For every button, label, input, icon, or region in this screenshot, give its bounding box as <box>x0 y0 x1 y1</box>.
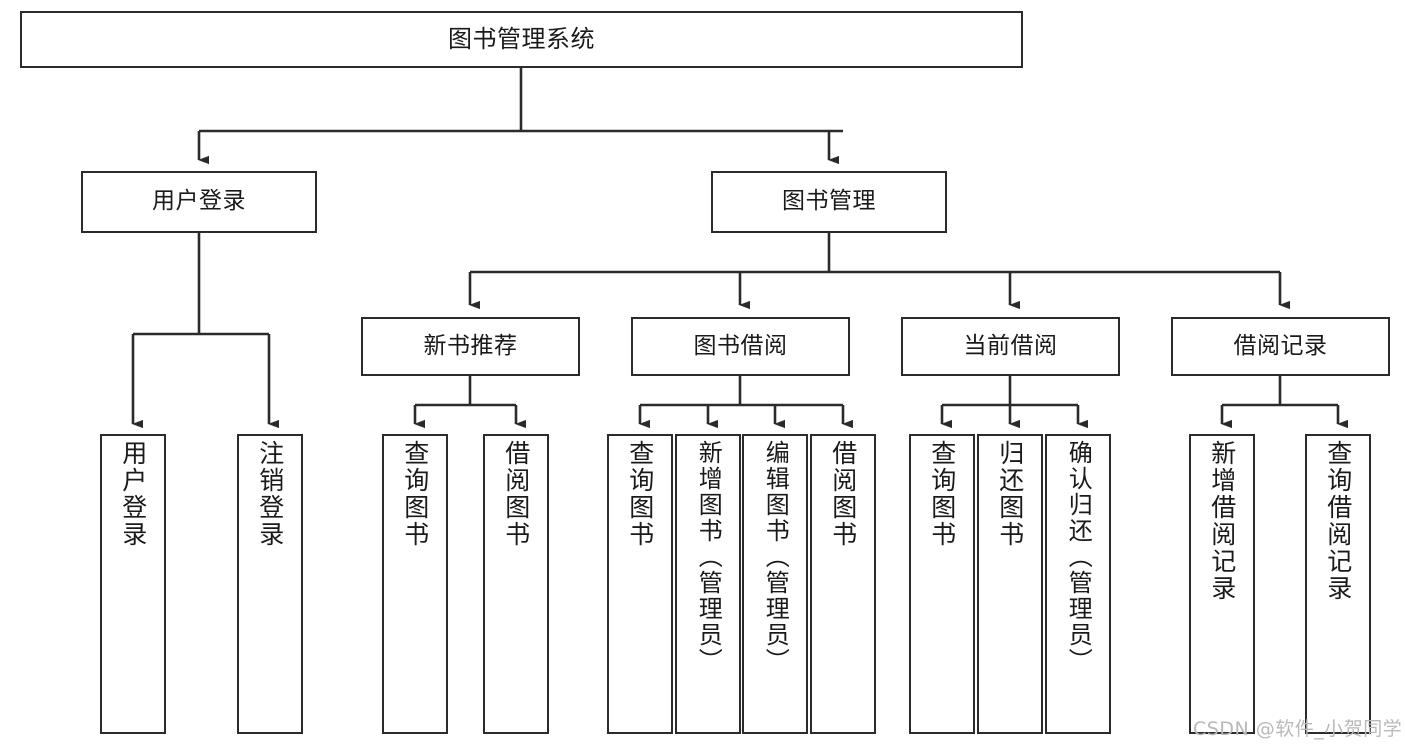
node-new-book-recommend[interactable]: 新书推荐 <box>361 317 580 376</box>
node-book-borrow[interactable]: 图书借阅 <box>631 317 850 376</box>
leaf-user-login-login-label: 用户登录 <box>118 440 148 548</box>
leaf-borrow-record-add-label: 新增借阅记录 <box>1207 440 1237 602</box>
node-current-borrow-label: 当前借阅 <box>963 332 1058 359</box>
leaf-book-borrow-borrow-label: 借阅图书 <box>828 440 858 548</box>
node-user-login-label: 用户登录 <box>152 188 246 215</box>
node-book-management[interactable]: 图书管理 <box>711 171 947 233</box>
leaf-user-login-logout[interactable]: 注销登录 <box>237 434 303 734</box>
node-borrow-record[interactable]: 借阅记录 <box>1171 317 1390 376</box>
leaf-new-book-borrow-label: 借阅图书 <box>501 440 531 548</box>
node-book-borrow-label: 图书借阅 <box>693 332 788 359</box>
node-current-borrow[interactable]: 当前借阅 <box>901 317 1120 376</box>
leaf-book-borrow-query-label: 查询图书 <box>625 440 655 548</box>
leaf-borrow-record-add[interactable]: 新增借阅记录 <box>1189 434 1255 734</box>
leaf-current-borrow-return[interactable]: 归还图书 <box>977 434 1043 734</box>
leaf-current-borrow-confirm[interactable]: 确认归还（管理员） <box>1045 434 1111 734</box>
node-book-management-label: 图书管理 <box>782 188 876 215</box>
node-root[interactable]: 图书管理系统 <box>20 11 1023 68</box>
node-borrow-record-label: 借阅记录 <box>1233 332 1328 359</box>
leaf-user-login-logout-label: 注销登录 <box>255 440 285 548</box>
leaf-borrow-record-query[interactable]: 查询借阅记录 <box>1305 434 1371 734</box>
node-root-label: 图书管理系统 <box>448 25 595 54</box>
leaf-book-borrow-edit[interactable]: 编辑图书（管理员） <box>742 434 808 734</box>
leaf-book-borrow-query[interactable]: 查询图书 <box>607 434 673 734</box>
watermark: CSDN @软件_小贺同学 <box>1193 718 1403 740</box>
leaf-user-login-login[interactable]: 用户登录 <box>100 434 166 734</box>
leaf-book-borrow-borrow[interactable]: 借阅图书 <box>810 434 876 734</box>
leaf-current-borrow-query[interactable]: 查询图书 <box>909 434 975 734</box>
leaf-new-book-query-label: 查询图书 <box>400 440 430 548</box>
node-user-login[interactable]: 用户登录 <box>81 171 317 233</box>
leaf-book-borrow-edit-label: 编辑图书（管理员） <box>761 440 790 674</box>
leaf-book-borrow-add[interactable]: 新增图书（管理员） <box>675 434 741 734</box>
leaf-current-borrow-query-label: 查询图书 <box>927 440 957 548</box>
leaf-new-book-query[interactable]: 查询图书 <box>382 434 448 734</box>
node-new-book-recommend-label: 新书推荐 <box>423 332 518 359</box>
leaf-new-book-borrow[interactable]: 借阅图书 <box>483 434 549 734</box>
leaf-current-borrow-return-label: 归还图书 <box>995 440 1025 548</box>
leaf-book-borrow-add-label: 新增图书（管理员） <box>694 440 723 674</box>
leaf-borrow-record-query-label: 查询借阅记录 <box>1323 440 1353 602</box>
leaf-current-borrow-confirm-label: 确认归还（管理员） <box>1064 440 1093 674</box>
